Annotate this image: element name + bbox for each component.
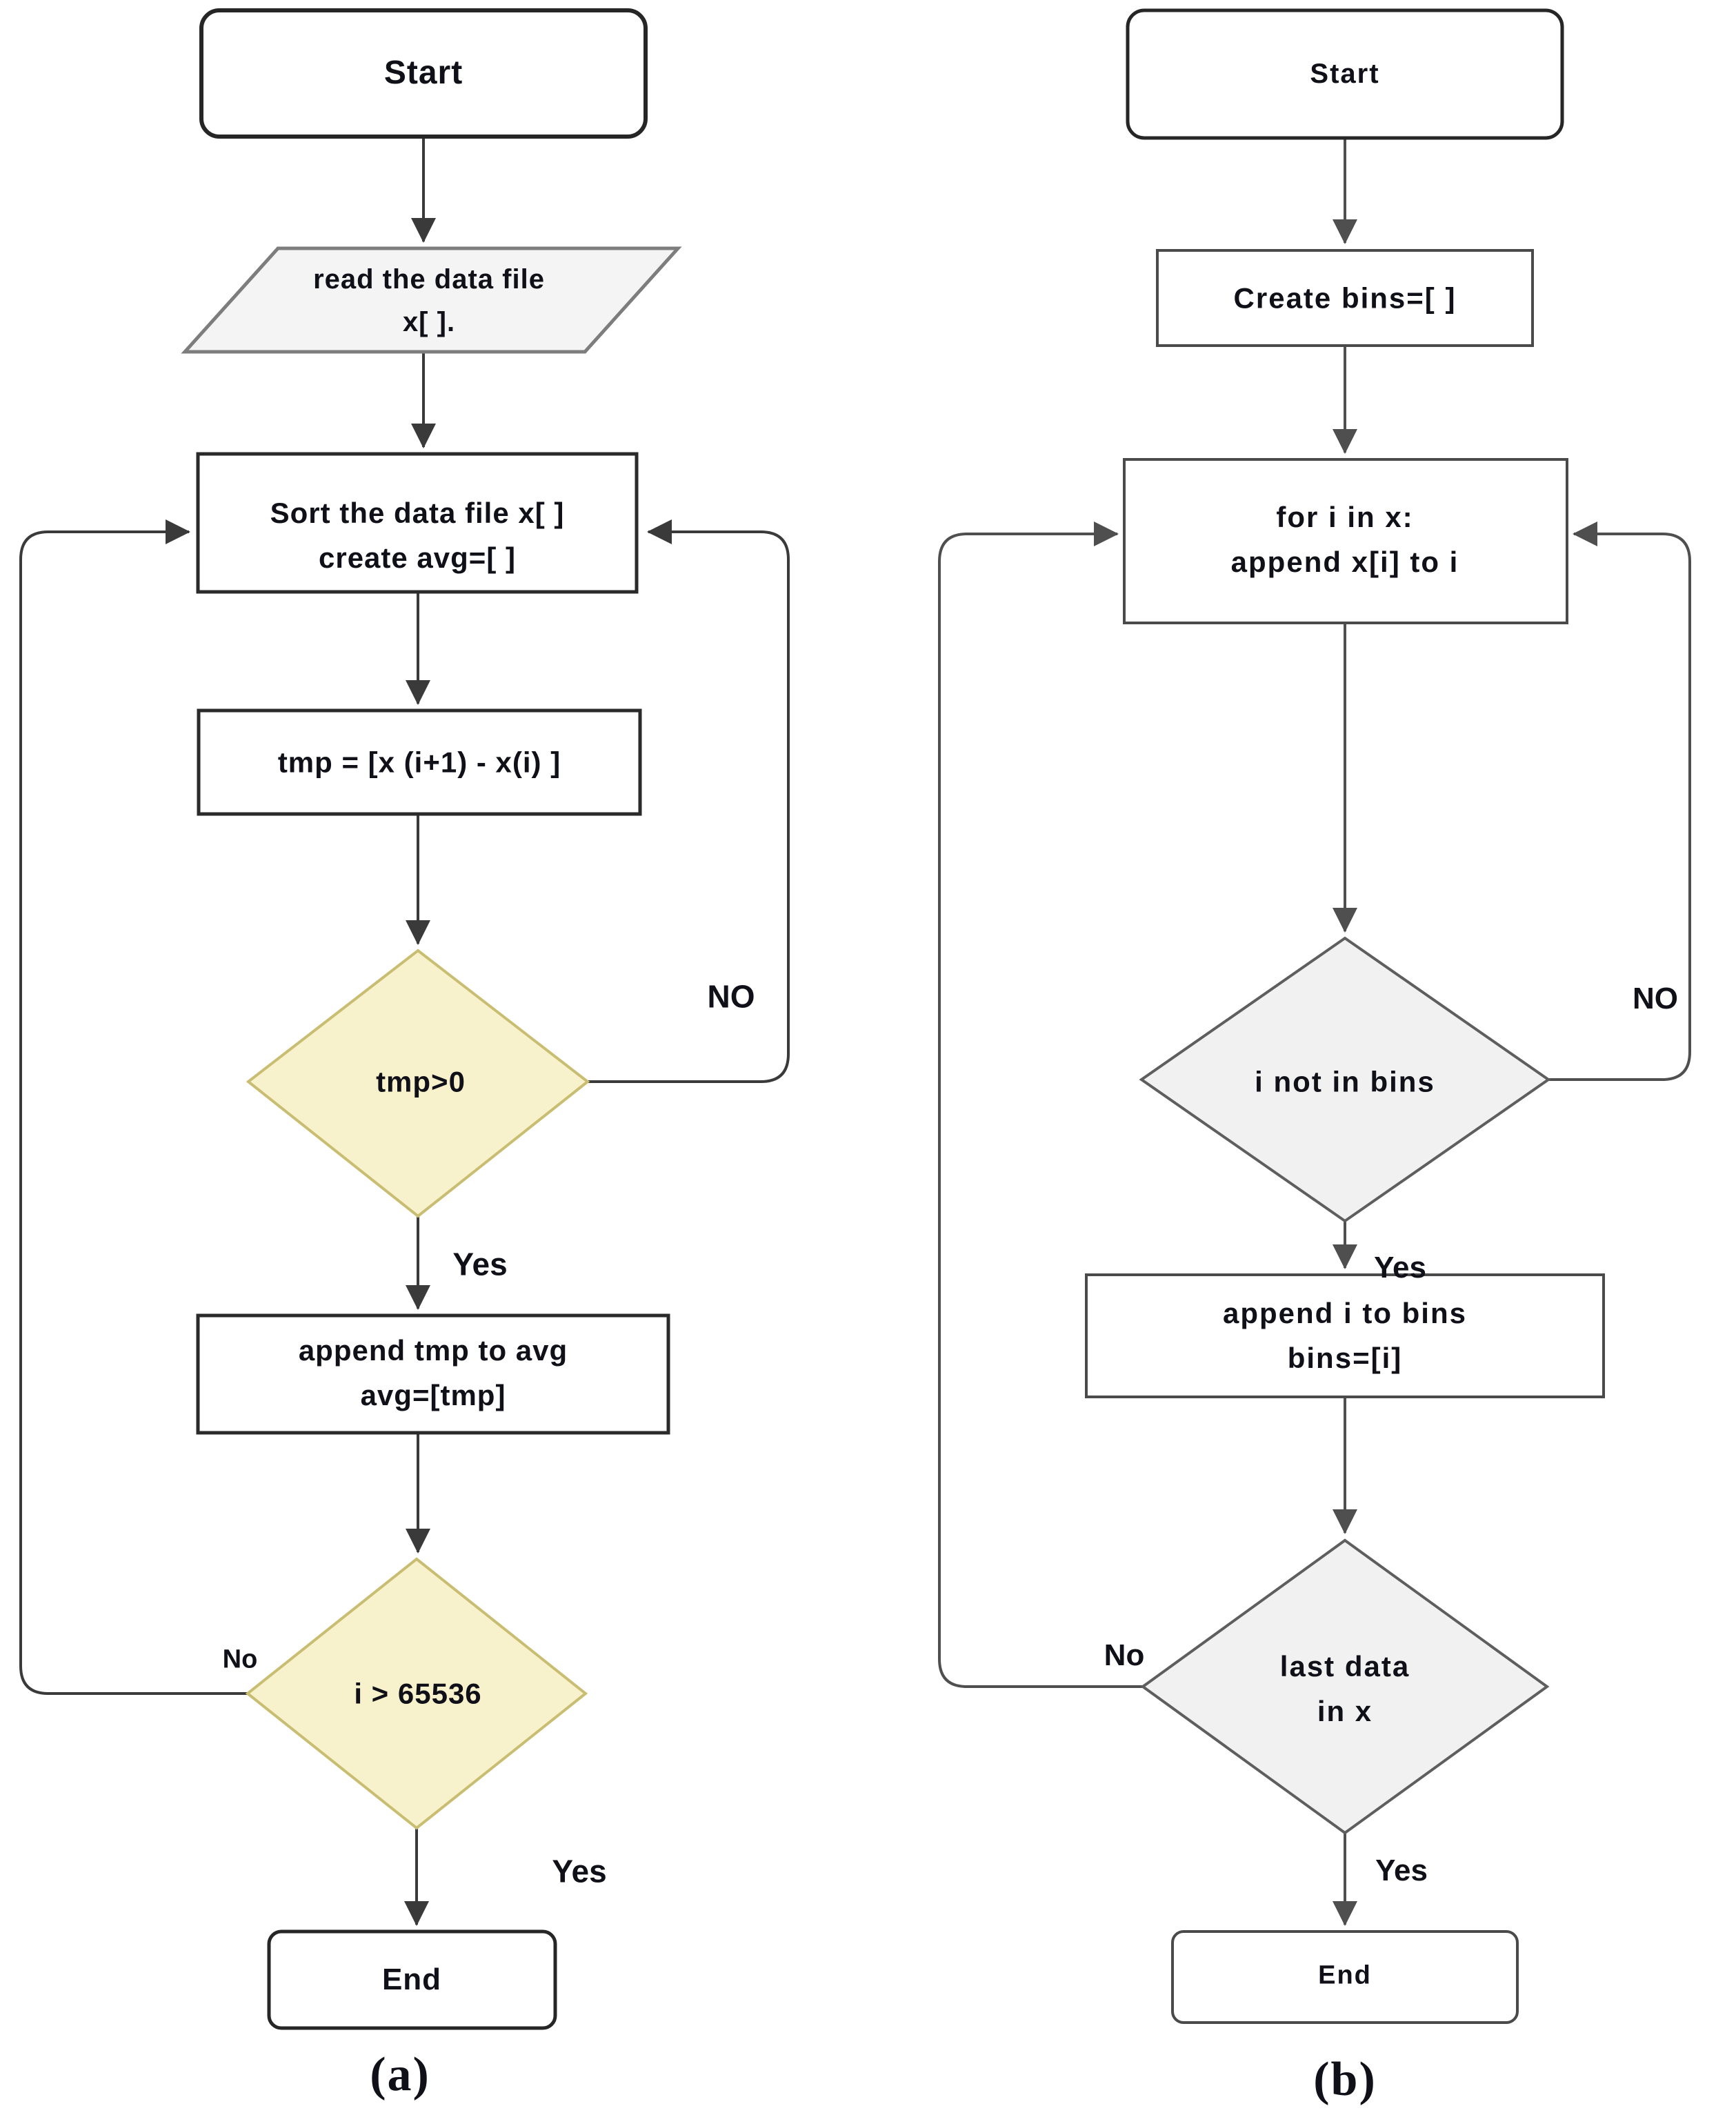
sort-label-a: Sort the data file x[ ] create avg=[ ] — [270, 496, 565, 574]
start-node-b — [1126, 8, 1564, 140]
no-branch-lower-label-b: No — [1104, 1638, 1145, 1672]
decision-tmp-label-a: tmp>0 — [376, 1065, 466, 1098]
decision-i-node-a — [245, 1557, 588, 1830]
yes-branch-2-label-b: Yes — [1375, 1853, 1428, 1887]
edge-a-no-loop-right — [588, 519, 790, 1083]
process-append-node-a — [196, 1313, 670, 1435]
start-node-a — [199, 8, 648, 139]
decision-i-label-a: i > 65536 — [354, 1677, 482, 1710]
process-sort-node-a — [196, 452, 639, 594]
read-file-label-a: read the data file x[ ]. — [313, 264, 545, 337]
decision-tmp-node-a — [246, 949, 590, 1218]
end-label-b: End — [1318, 1960, 1372, 1990]
edge-b-no-loop-right — [1548, 522, 1691, 1081]
process-tmp-node-a — [197, 708, 642, 816]
append-bins-label-b: append i to bins bins=[i] — [1223, 1296, 1467, 1374]
no-branch-upper-label-b: NO — [1633, 981, 1678, 1015]
process-create-bins-node-b — [1156, 249, 1534, 347]
no-branch-upper-label-a: NO — [707, 978, 755, 1015]
io-read-node-a — [181, 246, 682, 354]
caption-a: (a) — [370, 2047, 430, 2101]
yes-branch-2-label-a: Yes — [552, 1853, 607, 1889]
decision-bins-node-b — [1139, 936, 1551, 1223]
create-bins-label-b: Create bins=[ ] — [1233, 281, 1457, 315]
for-loop-label-b: for i in x: append x[i] to i — [1230, 500, 1459, 578]
append-label-a: append tmp to avg avg=[tmp] — [298, 1333, 568, 1411]
yes-branch-1-label-b: Yes — [1374, 1250, 1426, 1284]
yes-branch-1-label-a: Yes — [452, 1246, 508, 1282]
no-branch-lower-label-a: No — [222, 1645, 258, 1674]
start-label-a: Start — [383, 54, 463, 91]
start-label-b: Start — [1310, 59, 1380, 89]
process-for-loop-node-b — [1123, 458, 1568, 624]
edge-b-no-loop-left — [938, 522, 1143, 1688]
caption-b: (b) — [1313, 2052, 1377, 2106]
process-append-bins-node-b — [1085, 1273, 1605, 1398]
end-node-a — [267, 1929, 557, 2030]
end-node-b — [1171, 1930, 1519, 2024]
tmp-label-a: tmp = [x (i+1) - x(i) ] — [277, 746, 561, 779]
end-label-a: End — [381, 1962, 442, 1996]
decision-last-label-b: last data in x — [1279, 1649, 1410, 1727]
edge-a-no-loop-left — [19, 519, 248, 1695]
decision-bins-label-b: i not in bins — [1255, 1065, 1435, 1098]
decision-last-data-node-b — [1140, 1538, 1550, 1835]
